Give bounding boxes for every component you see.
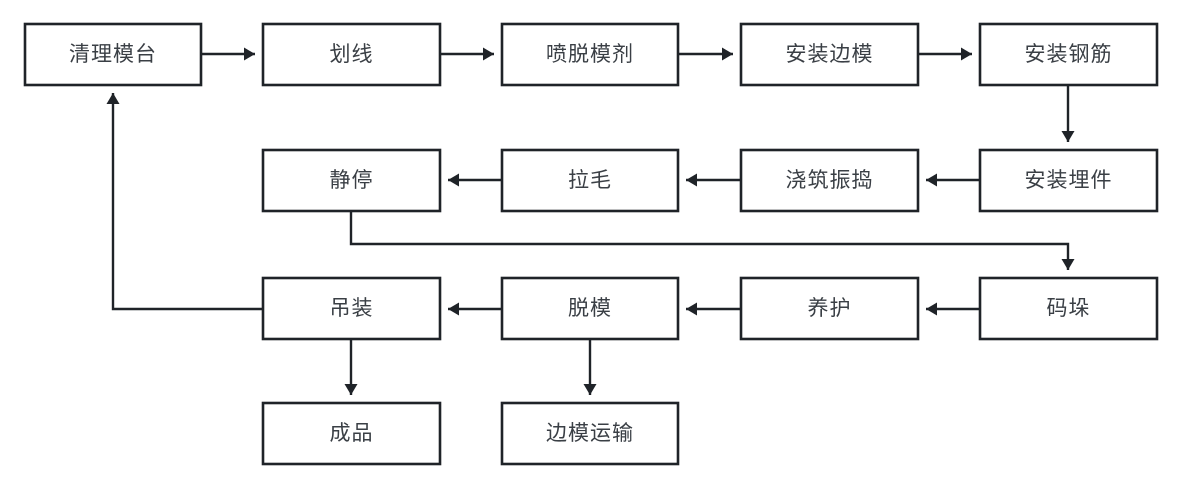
node-rect[interactable] (261, 148, 442, 213)
arrow-head-icon (344, 384, 358, 395)
node-rect[interactable] (978, 22, 1159, 87)
node-rect[interactable] (978, 276, 1159, 341)
edge-path (349, 211, 1070, 270)
process-node-n9[interactable]: 静停 (261, 148, 442, 213)
arrow-head-icon (448, 173, 459, 187)
node-rect[interactable] (500, 401, 680, 466)
edge-layer (106, 47, 1075, 395)
arrow-head-icon (722, 47, 733, 61)
node-label: 码垛 (1047, 297, 1091, 320)
process-node-n6[interactable]: 安装埋件 (978, 148, 1159, 213)
flow-edge-n2-to-n3 (440, 47, 494, 61)
flow-edge-n13-to-n14 (344, 340, 358, 395)
flow-edge-n10-to-n11 (926, 302, 980, 316)
process-node-n2[interactable]: 划线 (261, 22, 442, 87)
process-node-n12[interactable]: 脱模 (500, 276, 680, 341)
node-label: 养护 (808, 297, 852, 320)
node-label: 清理模台 (69, 43, 157, 66)
node-rect[interactable] (739, 276, 920, 341)
process-node-n1[interactable]: 清理模台 (23, 22, 203, 87)
flow-edge-n9-to-n10 (349, 211, 1075, 270)
node-rect[interactable] (261, 22, 442, 87)
process-node-n13[interactable]: 吊装 (261, 276, 442, 341)
node-label: 浇筑振捣 (786, 169, 874, 192)
process-node-n14[interactable]: 成品 (261, 401, 442, 466)
node-label: 成品 (330, 422, 374, 445)
arrow-head-icon (686, 302, 697, 316)
edge-path (111, 93, 263, 311)
process-node-n3[interactable]: 喷脱模剂 (500, 22, 680, 87)
arrow-head-icon (583, 384, 597, 395)
node-label: 安装边模 (786, 43, 874, 66)
flow-edge-n11-to-n12 (686, 302, 741, 316)
arrow-head-icon (926, 173, 937, 187)
node-label: 安装钢筋 (1025, 43, 1113, 66)
flow-edge-n12-to-n15 (583, 340, 597, 395)
node-label: 拉毛 (568, 169, 612, 192)
arrow-head-icon (106, 93, 120, 104)
flow-edge-n13-to-n1 (106, 93, 263, 311)
arrow-head-icon (244, 47, 255, 61)
node-label: 脱模 (568, 297, 612, 320)
node-rect[interactable] (500, 22, 680, 87)
node-rect[interactable] (978, 148, 1159, 213)
node-label: 喷脱模剂 (546, 43, 634, 66)
arrow-head-icon (448, 302, 459, 316)
process-node-n10[interactable]: 码垛 (978, 276, 1159, 341)
arrow-head-icon (926, 302, 937, 316)
process-node-n5[interactable]: 安装钢筋 (978, 22, 1159, 87)
node-label: 静停 (330, 169, 374, 192)
flow-edge-n8-to-n9 (448, 173, 502, 187)
node-rect[interactable] (500, 276, 680, 341)
node-rect[interactable] (261, 276, 442, 341)
flow-edge-n12-to-n13 (448, 302, 502, 316)
process-node-n7[interactable]: 浇筑振捣 (739, 148, 920, 213)
node-label: 安装埋件 (1025, 169, 1113, 192)
node-rect[interactable] (23, 22, 203, 87)
node-rect[interactable] (739, 148, 920, 213)
process-node-n11[interactable]: 养护 (739, 276, 920, 341)
flow-edge-n6-to-n7 (926, 173, 980, 187)
arrow-head-icon (686, 173, 697, 187)
flow-edge-n4-to-n5 (918, 47, 972, 61)
node-label: 吊装 (330, 297, 374, 320)
flow-edge-n1-to-n2 (201, 47, 255, 61)
arrow-head-icon (1061, 259, 1075, 270)
process-node-n8[interactable]: 拉毛 (500, 148, 680, 213)
process-node-n4[interactable]: 安装边模 (739, 22, 920, 87)
arrow-head-icon (1061, 131, 1075, 142)
node-rect[interactable] (739, 22, 920, 87)
flow-edge-n3-to-n4 (678, 47, 733, 61)
node-rect[interactable] (500, 148, 680, 213)
arrow-head-icon (483, 47, 494, 61)
node-label: 边模运输 (546, 422, 634, 445)
node-label: 划线 (330, 43, 374, 66)
node-rect[interactable] (261, 401, 442, 466)
process-node-n15[interactable]: 边模运输 (500, 401, 680, 466)
flow-edge-n7-to-n8 (686, 173, 741, 187)
arrow-head-icon (961, 47, 972, 61)
flow-edge-n5-to-n6 (1061, 85, 1075, 142)
